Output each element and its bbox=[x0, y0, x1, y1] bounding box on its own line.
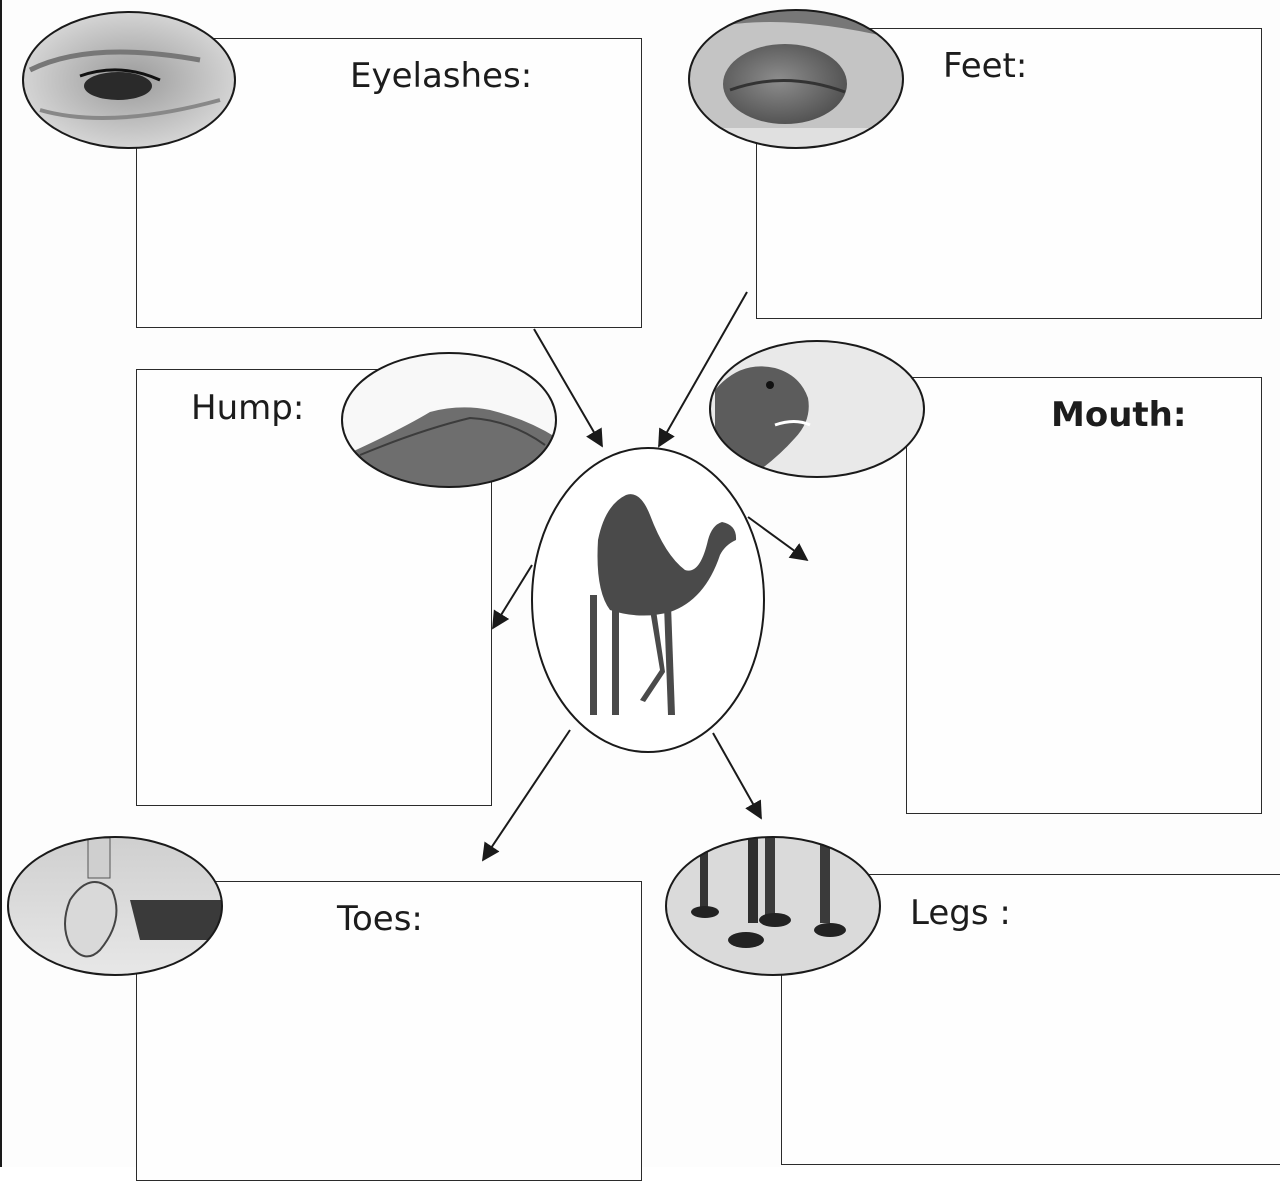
arrow-camel-to-legs bbox=[713, 733, 761, 818]
mouth-photo bbox=[705, 338, 930, 483]
arrow-camel-to-hump bbox=[493, 565, 532, 628]
hump-photo bbox=[340, 350, 560, 490]
arrow-camel-to-toes bbox=[483, 730, 570, 860]
feet-photo bbox=[685, 8, 910, 158]
legs-photo bbox=[663, 835, 888, 980]
eyelashes-photo bbox=[20, 10, 240, 150]
camel-center-oval bbox=[532, 448, 764, 752]
toes-photo bbox=[5, 835, 230, 980]
